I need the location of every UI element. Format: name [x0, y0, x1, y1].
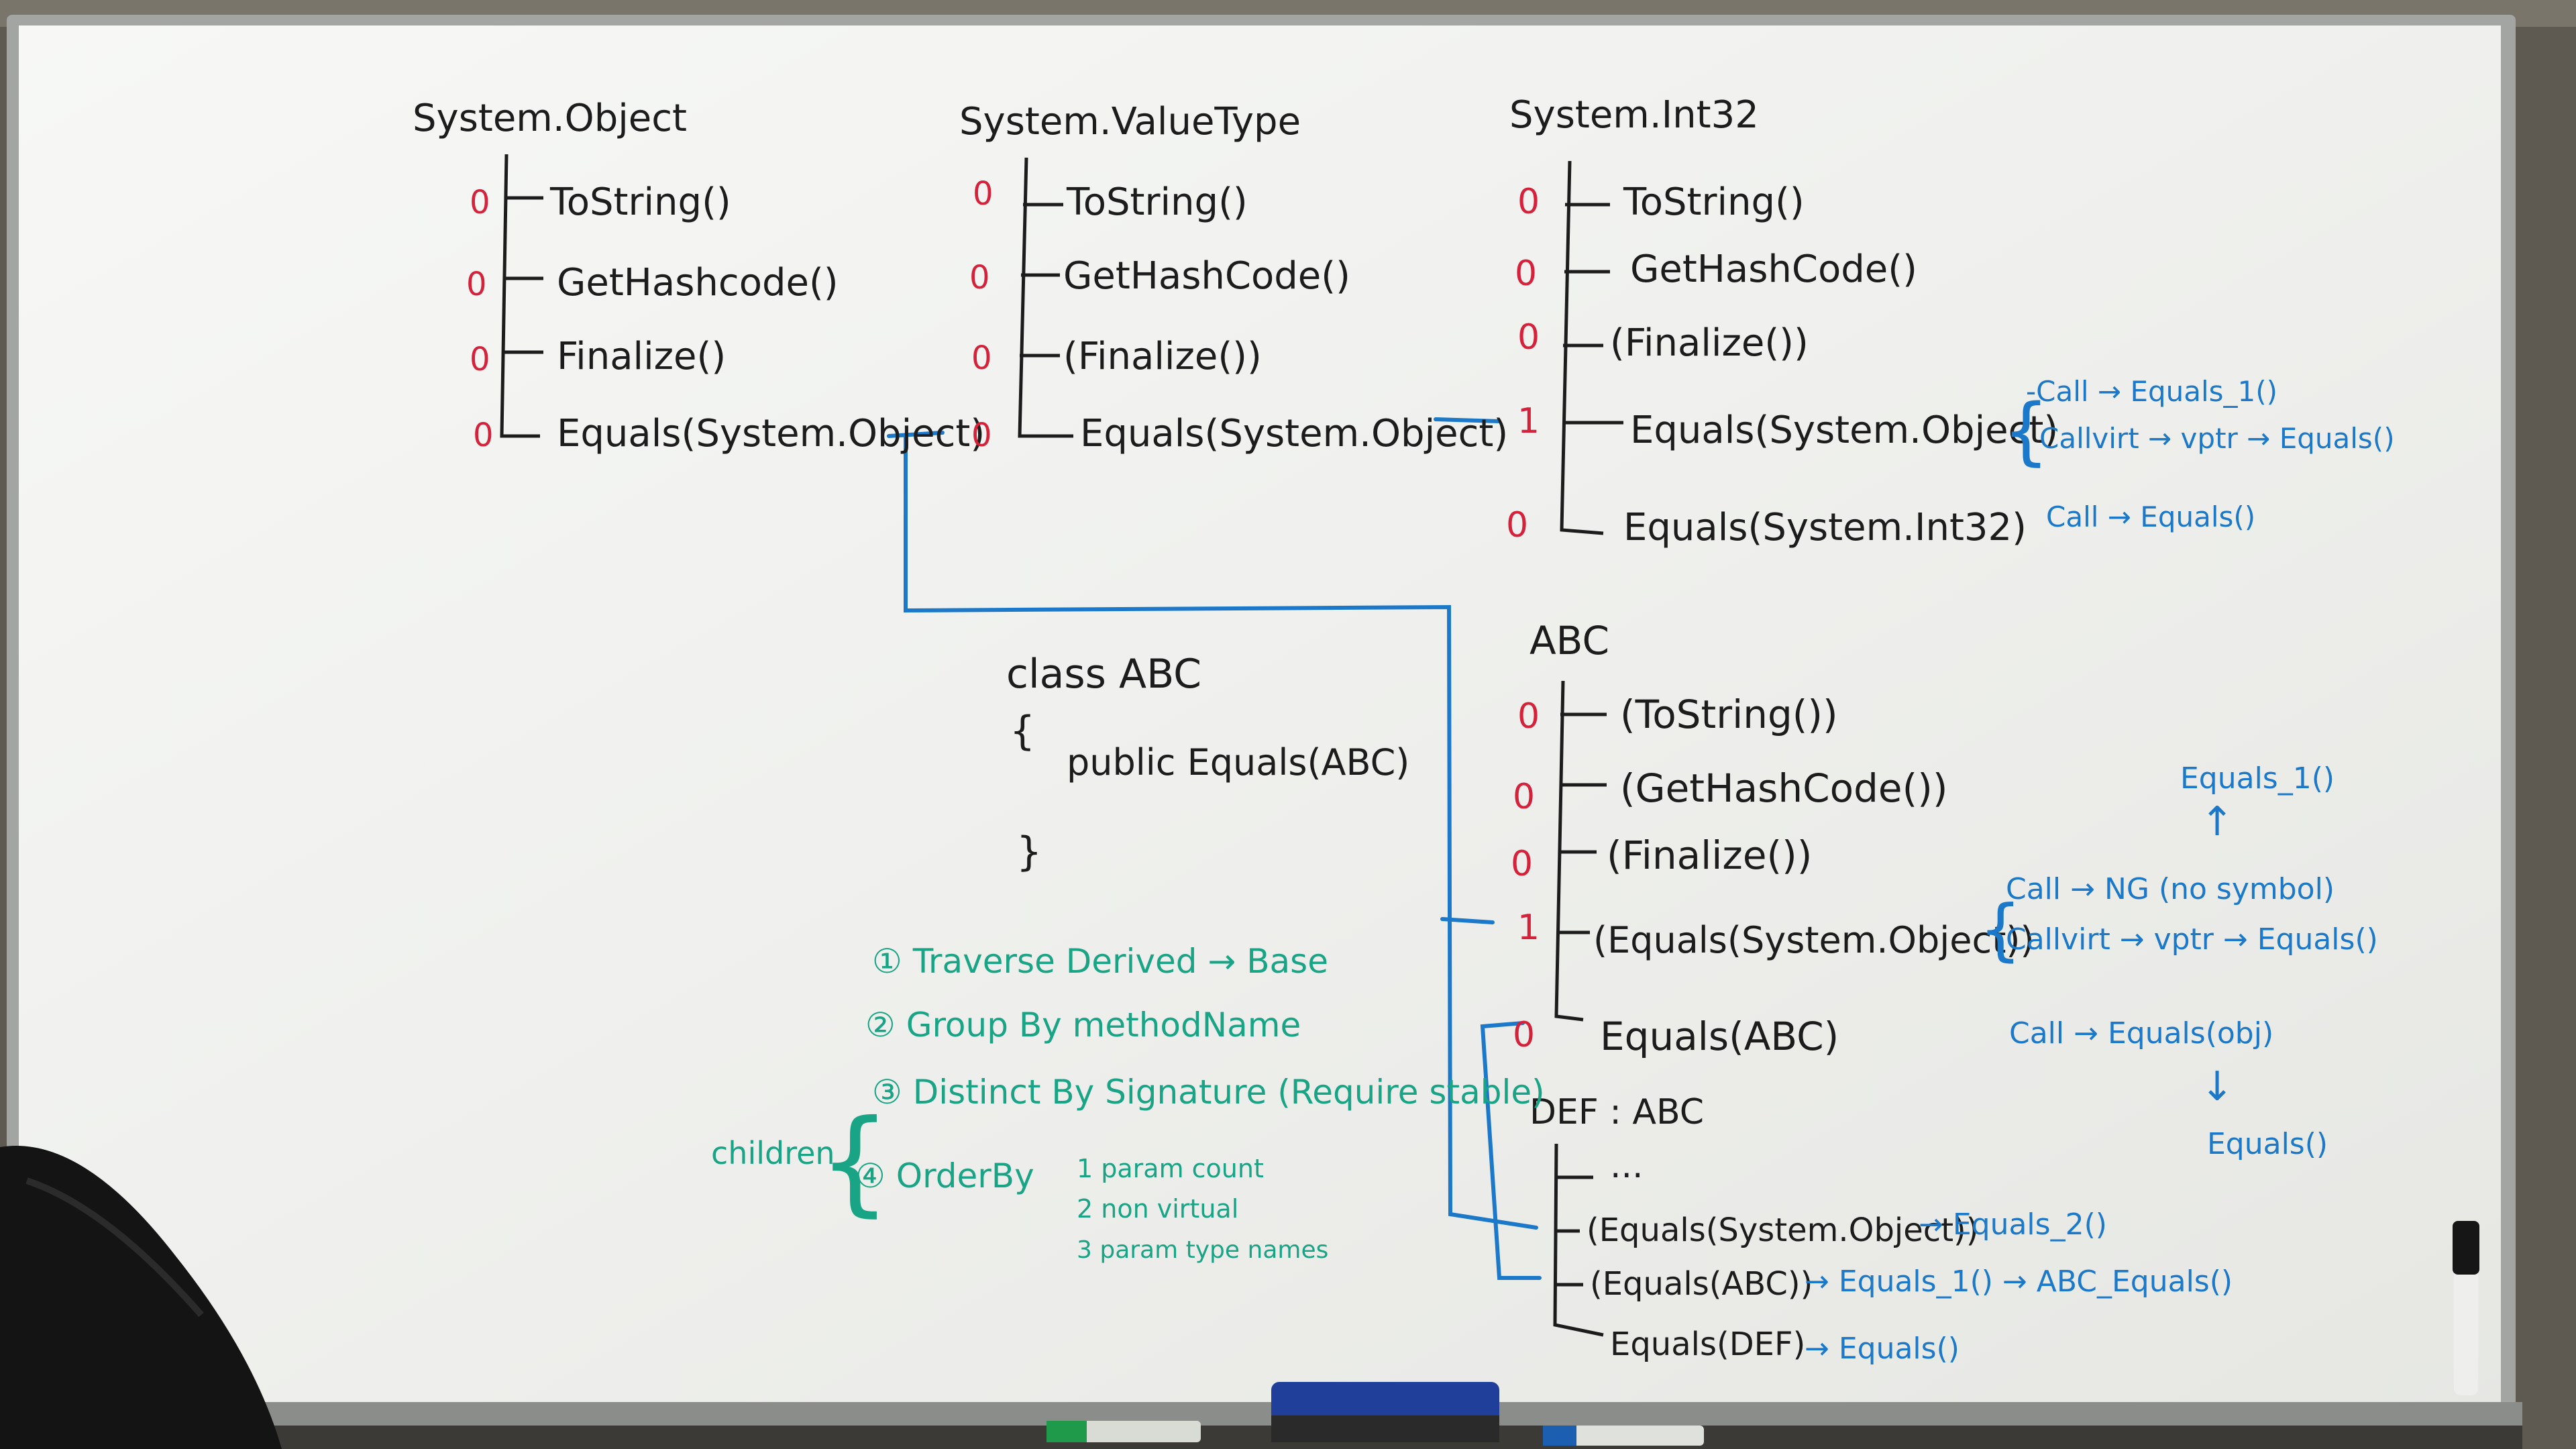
abc-side-equals: Equals(): [2207, 1127, 2328, 1161]
step-2: ② Group By methodName: [865, 1006, 1301, 1044]
abc-side-down-arrow: ↓: [2200, 1063, 2234, 1110]
object-flag-0: 0: [470, 184, 490, 221]
int32-title: System.Int32: [1509, 93, 1759, 137]
abc-equals-object: (Equals(System.Object)): [1593, 919, 2035, 961]
system-object-title: System.Object: [413, 97, 687, 140]
object-flag-3: 0: [473, 417, 494, 454]
int32-note-callvirt: Callvirt → vptr → Equals(): [2039, 422, 2395, 455]
valuetype-equals: Equals(System.Object): [1080, 412, 1508, 455]
board-surface: [19, 25, 2501, 1421]
int32-flag-1: 0: [1515, 254, 1537, 294]
int32-brace: {: [2002, 388, 2049, 474]
object-gethashcode: GetHashcode(): [557, 261, 839, 305]
valuetype-gethashcode: GetHashCode(): [1063, 254, 1350, 298]
valuetype-flag-2: 0: [971, 339, 992, 377]
int32-tostring: ToString(): [1623, 180, 1805, 224]
object-flag-2: 0: [470, 341, 490, 378]
valuetype-finalize: (Finalize()): [1063, 335, 1262, 378]
abc-flag-2: 0: [1511, 844, 1533, 884]
def-title: DEF : ABC: [1529, 1092, 1704, 1132]
blue-connectors: [887, 417, 1542, 1280]
step-4: ④ OrderBy: [855, 1157, 1034, 1195]
abc-note-call-obj: Call → Equals(obj): [2009, 1016, 2273, 1051]
int32-note-call2: Call → Equals(): [2046, 500, 2255, 533]
black-bag: [0, 1146, 282, 1449]
int32-equals-object: Equals(System.Object): [1630, 409, 2058, 452]
abc-flag-0: 0: [1517, 696, 1540, 737]
valuetype-flag-0: 0: [973, 175, 994, 213]
abc-flag-3: 1: [1517, 908, 1540, 948]
abc-side-equals1: Equals_1(): [2180, 761, 2334, 796]
abc-side-up-arrow: ↑: [2200, 798, 2234, 845]
int32-finalize: (Finalize()): [1610, 321, 1809, 365]
int32-note-call: -Call → Equals_1(): [2026, 375, 2277, 408]
object-equals: Equals(System.Object): [557, 412, 985, 455]
class-abc-line2: {: [1010, 708, 1035, 755]
object-tostring: ToString(): [549, 180, 731, 224]
abc-flag-1: 0: [1513, 777, 1535, 817]
int32-flag-0: 0: [1517, 182, 1540, 222]
valuetype-tostring: ToString(): [1066, 180, 1248, 224]
abc-brace: {: [1979, 890, 2022, 969]
children-brace: {: [818, 1095, 891, 1228]
class-abc-line1: class ABC: [1006, 651, 1201, 698]
def-equals-abc: (Equals(ABC)): [1590, 1265, 1813, 1303]
valuetype-flag-1: 0: [969, 259, 990, 297]
class-abc-line4: }: [1016, 828, 1042, 875]
step-3: ③ Distinct By Signature (Require stable): [872, 1073, 1545, 1112]
abc-note-callvirt: Callvirt → vptr → Equals(): [2006, 922, 2378, 957]
orderby-sub-3: 3 param type names: [1077, 1236, 1328, 1264]
abc-equals-abc: Equals(ABC): [1600, 1014, 1839, 1059]
abc-finalize: (Finalize()): [1607, 833, 1812, 878]
children-label: children: [711, 1135, 835, 1171]
abc-tostring: (ToString()): [1620, 692, 1838, 737]
int32-flag-3: 1: [1517, 401, 1540, 441]
marker-blue: [1543, 1426, 1704, 1446]
step-1: ① Traverse Derived → Base: [872, 942, 1328, 981]
valuetype-flag-3: 0: [971, 417, 992, 454]
valuetype-title: System.ValueType: [959, 100, 1301, 144]
orderby-sub-2: 2 non virtual: [1077, 1194, 1238, 1224]
def-equals-object: (Equals(System.Object)): [1587, 1212, 1978, 1249]
orderby-sub-1: 1 param count: [1077, 1154, 1264, 1183]
int32-flag-4: 0: [1506, 505, 1528, 545]
def-note-equals1: → Equals_1() → ABC_Equals(): [1805, 1265, 2233, 1299]
def-item-ellipsis: ...: [1610, 1146, 1644, 1186]
def-equals-def: Equals(DEF): [1610, 1326, 1805, 1363]
abc-flag-4: 0: [1513, 1015, 1535, 1055]
abc-title: ABC: [1529, 618, 1609, 663]
int32-gethashcode: GetHashCode(): [1630, 248, 1917, 291]
int32-flag-2: 0: [1517, 317, 1540, 358]
object-finalize: Finalize(): [557, 335, 726, 378]
abc-gethashcode: (GetHashCode()): [1620, 765, 1948, 811]
abc-note-call: Call → NG (no symbol): [2006, 872, 2334, 906]
int32-equals-int32: Equals(System.Int32): [1623, 506, 2027, 549]
class-abc-line3: public Equals(ABC): [1067, 741, 1409, 784]
object-flag-1: 0: [466, 266, 487, 303]
def-note-equals2: → Equals_2(): [1919, 1208, 2107, 1242]
def-note-equals: → Equals(): [1805, 1332, 1960, 1366]
